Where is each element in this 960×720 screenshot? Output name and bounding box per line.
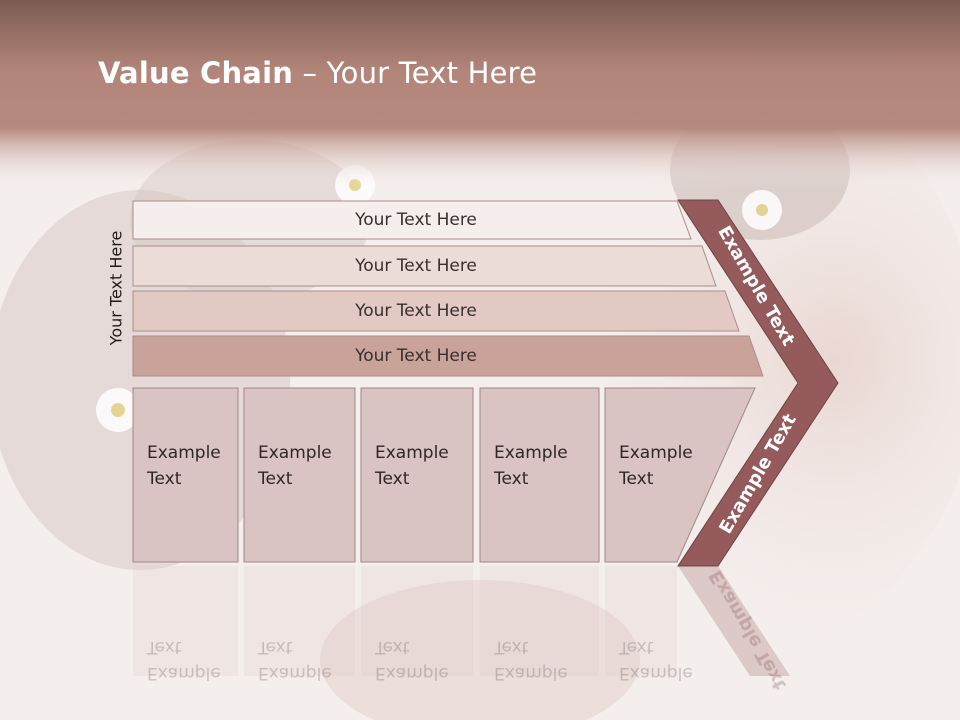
primary-activity-cell (360, 387, 474, 563)
cell-line-2: Text (375, 469, 410, 489)
cell-reflection (244, 566, 355, 676)
cell-reflection (605, 566, 677, 676)
cell-line-2: Text (619, 469, 654, 489)
support-band-1 (132, 200, 692, 240)
support-band-2 (132, 245, 717, 287)
cell-line-1: Example (147, 443, 221, 463)
cell-line-2: Text (494, 469, 529, 489)
support-band-label: Your Text Here (355, 256, 477, 276)
cell-line-2: Text (147, 469, 182, 489)
primary-activity-cell (604, 387, 756, 563)
primary-activities (132, 387, 756, 563)
margin-chevron-reflection (678, 566, 790, 676)
margin-chevron-arrow (677, 199, 839, 567)
support-activities (132, 200, 764, 377)
side-label: Your Text Here (106, 230, 126, 346)
cell-reflection (480, 566, 599, 676)
reflection (133, 566, 677, 676)
support-band-label: Your Text Here (355, 301, 477, 321)
cell-reflection (133, 566, 238, 676)
cell-line-2: Text (258, 469, 293, 489)
cell-line-1: Example (375, 443, 449, 463)
primary-activity-cell (132, 387, 239, 563)
cell-reflection (361, 566, 473, 676)
cell-line-1: Example (494, 443, 568, 463)
cell-line-1: Example (258, 443, 332, 463)
primary-activity-cell (243, 387, 356, 563)
header-band (0, 0, 960, 130)
support-band-label: Your Text Here (355, 346, 477, 366)
support-band-3 (132, 290, 740, 332)
support-band-label: Your Text Here (355, 210, 477, 230)
cell-line-1: Example (619, 443, 693, 463)
support-band-4 (132, 335, 764, 377)
slide-title: Value Chain – Your Text Here (98, 56, 538, 90)
primary-activity-cell (479, 387, 600, 563)
